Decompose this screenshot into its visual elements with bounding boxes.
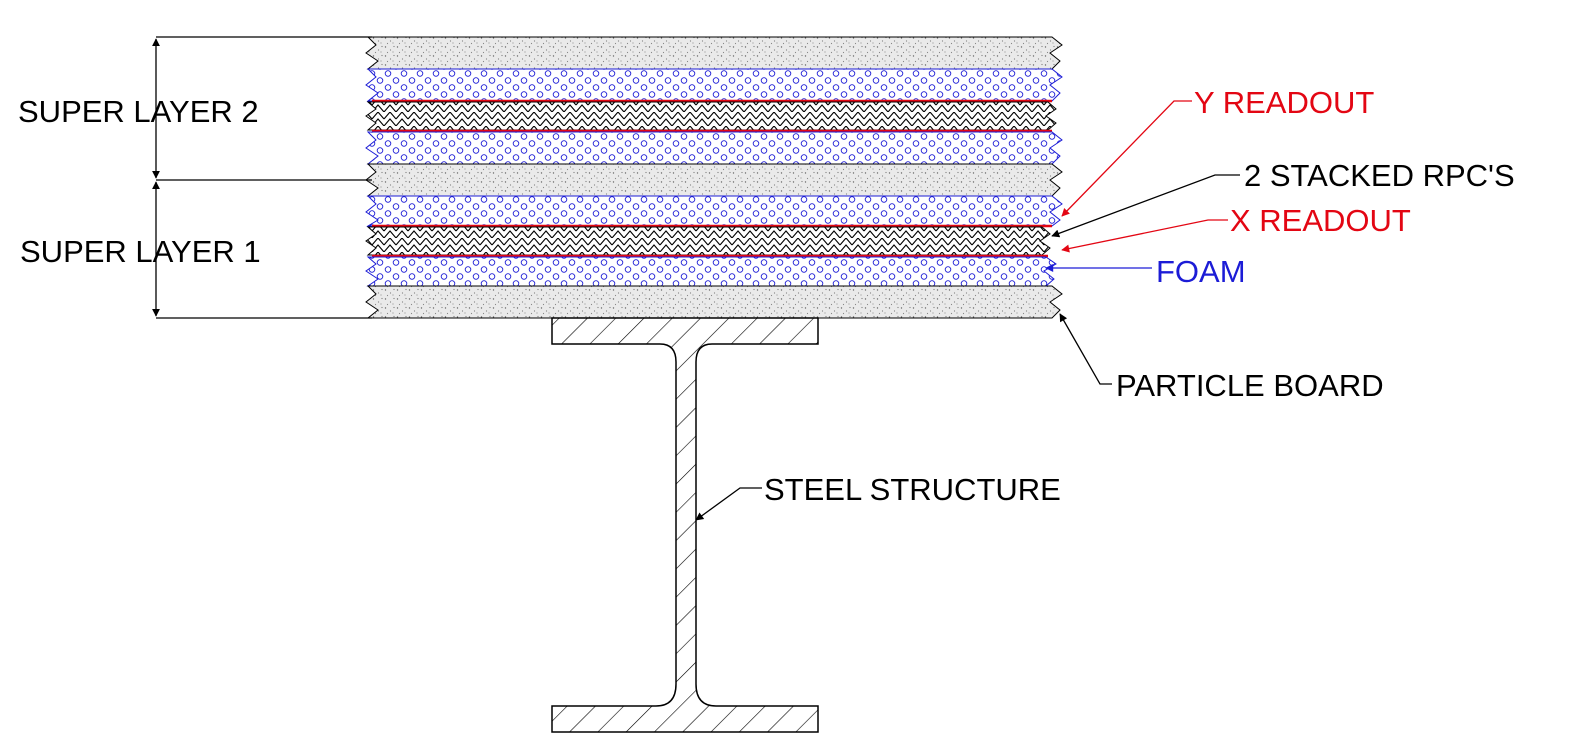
labels: SUPER LAYER 2 SUPER LAYER 1 Y READOUT 2 … <box>18 85 1515 507</box>
particle-board-leader <box>1059 313 1112 385</box>
foam-layer <box>365 131 1063 165</box>
foam-layer <box>365 195 1063 227</box>
stacked-rpcs-leader <box>1051 174 1240 238</box>
layer-stack <box>365 36 1063 319</box>
y-readout-leader <box>1061 100 1192 217</box>
super-layer-1-label: SUPER LAYER 1 <box>20 234 261 269</box>
rpc-layer <box>365 226 1051 256</box>
x-readout-leader <box>1061 219 1228 253</box>
x-readout-label: X READOUT <box>1230 203 1411 238</box>
rpc-layer <box>365 101 1057 131</box>
foam-label: FOAM <box>1156 254 1246 289</box>
particle-board-layer <box>365 285 1063 319</box>
particle-board-layer <box>365 36 1063 70</box>
particle-board-label: PARTICLE BOARD <box>1116 368 1384 403</box>
steel-i-beam <box>551 317 819 733</box>
stacked-rpcs-label: 2 STACKED RPC'S <box>1244 158 1515 193</box>
steel-structure-label: STEEL STRUCTURE <box>764 472 1061 507</box>
leaders <box>695 100 1240 521</box>
foam-layer <box>365 256 1057 287</box>
super-layer-dimensions <box>152 36 372 319</box>
foam-layer <box>365 68 1063 102</box>
y-readout-label: Y READOUT <box>1194 85 1374 120</box>
super-layer-2-label: SUPER LAYER 2 <box>18 94 259 129</box>
particle-board-layer <box>365 163 1063 197</box>
steel-structure-leader <box>695 487 762 521</box>
